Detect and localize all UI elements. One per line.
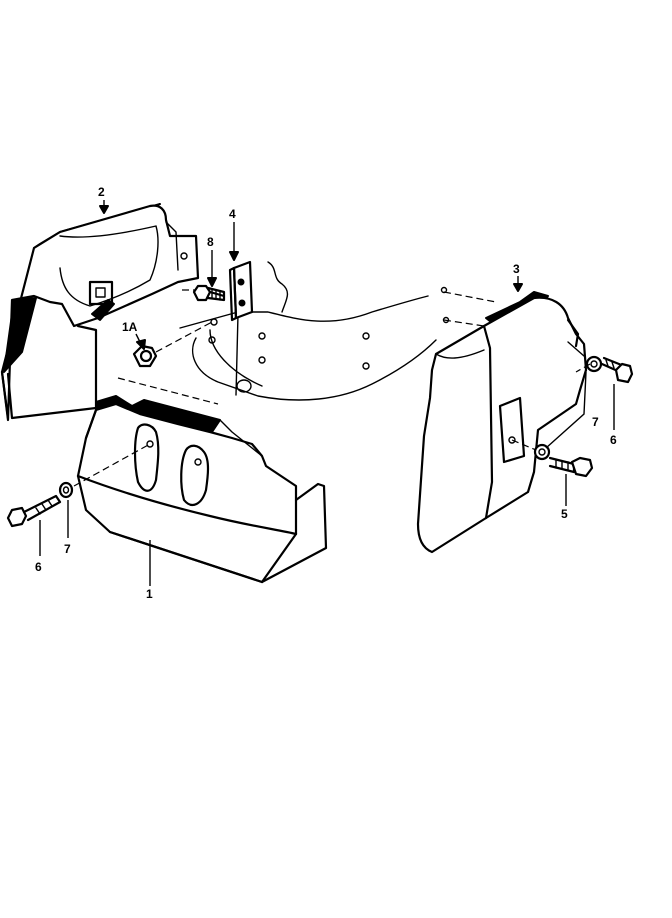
callout-7-right: 7 <box>592 415 599 429</box>
front-weight-part-1 <box>73 377 328 584</box>
callout-2: 2 <box>98 185 105 199</box>
bolt-part-8 <box>192 284 226 302</box>
callout-1: 1 <box>146 587 153 601</box>
leader-lines <box>39 200 615 586</box>
left-bolt-part-6 <box>6 494 62 528</box>
left-washer-part-7 <box>58 481 74 499</box>
nut-part-1a <box>132 321 213 368</box>
callout-labels: 2 4 8 1A 1 6 7 3 7 6 5 <box>35 185 617 601</box>
mounting-frame <box>179 261 437 401</box>
plate-part-4 <box>228 260 254 322</box>
right-side-weight-part-3 <box>416 286 588 554</box>
left-side-weight-part-2 <box>0 203 200 422</box>
callout-5: 5 <box>561 507 568 521</box>
right-upper-bolt-part-6 <box>575 356 634 384</box>
right-lower-washer-part-7 <box>511 439 551 461</box>
callout-1a: 1A <box>122 320 138 334</box>
callout-6-right: 6 <box>610 433 617 447</box>
right-lower-bolt-part-5 <box>548 456 594 478</box>
callout-6-left: 6 <box>35 560 42 574</box>
callout-7-left: 7 <box>64 542 71 556</box>
callout-3: 3 <box>513 262 520 276</box>
callout-4: 4 <box>229 207 236 221</box>
callout-8: 8 <box>207 235 214 249</box>
